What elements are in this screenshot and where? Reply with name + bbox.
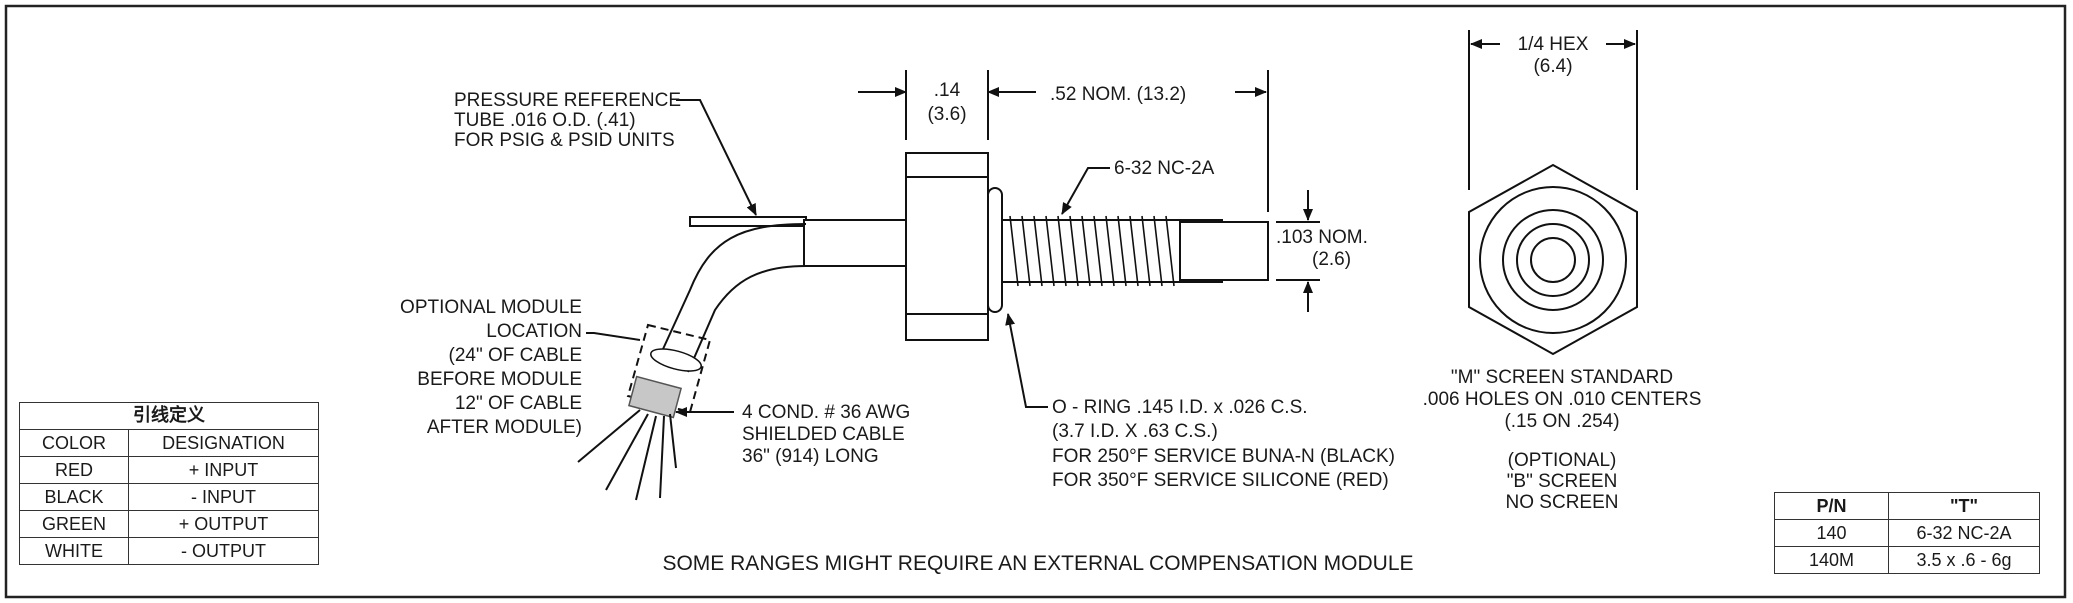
- dimension-lines: [858, 30, 1638, 312]
- cable-bend-inner: [687, 265, 807, 373]
- t-cell: 3.5 x .6 - 6g: [1888, 546, 2040, 574]
- cable-label-3: 36" (914) LONG: [742, 446, 879, 467]
- wire-designation-cell: + INPUT: [128, 456, 319, 484]
- t-col-header: "T": [1888, 492, 2040, 520]
- oring-label-3: FOR 250°F SERVICE BUNA-N (BLACK): [1052, 446, 1395, 467]
- screen-label-1: "M" SCREEN STANDARD: [1451, 367, 1673, 388]
- cable-sleeve: [803, 219, 909, 267]
- module-label-2: LOCATION: [486, 321, 582, 342]
- cable-label-1: 4 COND. # 36 AWG: [742, 402, 910, 423]
- tube-label-3: FOR PSIG & PSID UNITS: [454, 130, 675, 151]
- thread-label: 6-32 NC-2A: [1114, 158, 1215, 179]
- cable-shield: [627, 375, 683, 419]
- wire-color-cell: BLACK: [19, 483, 129, 511]
- oring-label-4: FOR 350°F SERVICE SILICONE (RED): [1052, 470, 1389, 491]
- oring-label-2: (3.7 I.D. X .63 C.S.): [1052, 421, 1218, 442]
- pn-col-header: P/N: [1774, 492, 1889, 520]
- module-leader: [586, 332, 641, 341]
- callout-labels: PRESSURE REFERENCE TUBE .016 O.D. (.41) …: [400, 34, 1701, 575]
- tube-leader: [676, 99, 757, 216]
- wire-color-cell: WHITE: [19, 537, 129, 565]
- hex-mm-label: (6.4): [1533, 56, 1572, 77]
- pn-cell: 140M: [1774, 546, 1889, 574]
- screen-label-6: NO SCREEN: [1506, 492, 1619, 513]
- o-ring: [987, 187, 1003, 313]
- wire-color-cell: RED: [19, 456, 129, 484]
- drawing-frame: [4, 4, 2067, 599]
- dia-in-label: .103 NOM.: [1276, 227, 1368, 248]
- hex-in-label: 1/4 HEX: [1518, 34, 1589, 55]
- cable-bend: [657, 223, 807, 361]
- wire-table-title: 引线定义: [19, 402, 319, 430]
- screen-label-3: (.15 ON .254): [1504, 411, 1619, 432]
- wire-col-header-designation: DESIGNATION: [128, 429, 319, 457]
- table-row: RED + INPUT: [19, 456, 319, 484]
- optional-module: [626, 323, 712, 414]
- oring-leader: [1005, 313, 1048, 408]
- screen-label-5: "B" SCREEN: [1507, 471, 1618, 492]
- stud-tip: [1179, 221, 1269, 281]
- table-row: 140M 3.5 x .6 - 6g: [1774, 546, 2040, 574]
- thread-leader: [1061, 167, 1110, 215]
- hex-end-view: [1468, 163, 1638, 356]
- thread-lines: [1009, 215, 1175, 287]
- leader-lines: [586, 99, 1110, 417]
- conductor-wires: [577, 409, 677, 501]
- footer-note: SOME RANGES MIGHT REQUIRE AN EXTERNAL CO…: [662, 552, 1413, 575]
- hex-body: [905, 152, 989, 341]
- sensor-body: [657, 152, 1269, 373]
- wire-color-cell: GREEN: [19, 510, 129, 538]
- wire-designation-cell: - OUTPUT: [128, 537, 319, 565]
- table-row: 140 6-32 NC-2A: [1774, 519, 2040, 547]
- module-label-5: 12" OF CABLE: [455, 393, 582, 414]
- pn-table-header-row: P/N "T": [1774, 492, 2040, 520]
- pn-cell: 140: [1774, 519, 1889, 547]
- screen-label-4: (OPTIONAL): [1508, 450, 1617, 471]
- part-number-table: P/N "T" 140 6-32 NC-2A 140M 3.5 x .6 - 6…: [1774, 492, 2040, 574]
- module-label-1: OPTIONAL MODULE: [400, 297, 582, 318]
- table-row: WHITE - OUTPUT: [19, 537, 319, 565]
- wire-table-header-row: COLOR DESIGNATION: [19, 429, 319, 457]
- width-in-label: .14: [934, 80, 961, 101]
- wire-col-header-color: COLOR: [19, 429, 129, 457]
- module-label-6: AFTER MODULE): [427, 417, 582, 438]
- module-label-4: BEFORE MODULE: [417, 369, 582, 390]
- screen-label-2: .006 HOLES ON .010 CENTERS: [1423, 389, 1702, 410]
- oring-label-1: O - RING .145 I.D. x .026 C.S.: [1052, 397, 1308, 418]
- tube-label-2: TUBE .016 O.D. (.41): [454, 110, 636, 131]
- table-row: GREEN + OUTPUT: [19, 510, 319, 538]
- wire-definition-table: 引线定义 COLOR DESIGNATION RED + INPUT BLACK…: [19, 402, 319, 565]
- module-label-3: (24" OF CABLE: [449, 345, 582, 366]
- nom-length-label: .52 NOM. (13.2): [1050, 84, 1186, 105]
- tube-label-1: PRESSURE REFERENCE: [454, 90, 681, 111]
- table-row: BLACK - INPUT: [19, 483, 319, 511]
- t-cell: 6-32 NC-2A: [1888, 519, 2040, 547]
- dia-mm-label: (2.6): [1312, 249, 1351, 270]
- width-mm-label: (3.6): [927, 104, 966, 125]
- wire-table-title-row: 引线定义: [19, 402, 319, 430]
- wire-designation-cell: + OUTPUT: [128, 510, 319, 538]
- cable-label-2: SHIELDED CABLE: [742, 424, 905, 445]
- wire-designation-cell: - INPUT: [128, 483, 319, 511]
